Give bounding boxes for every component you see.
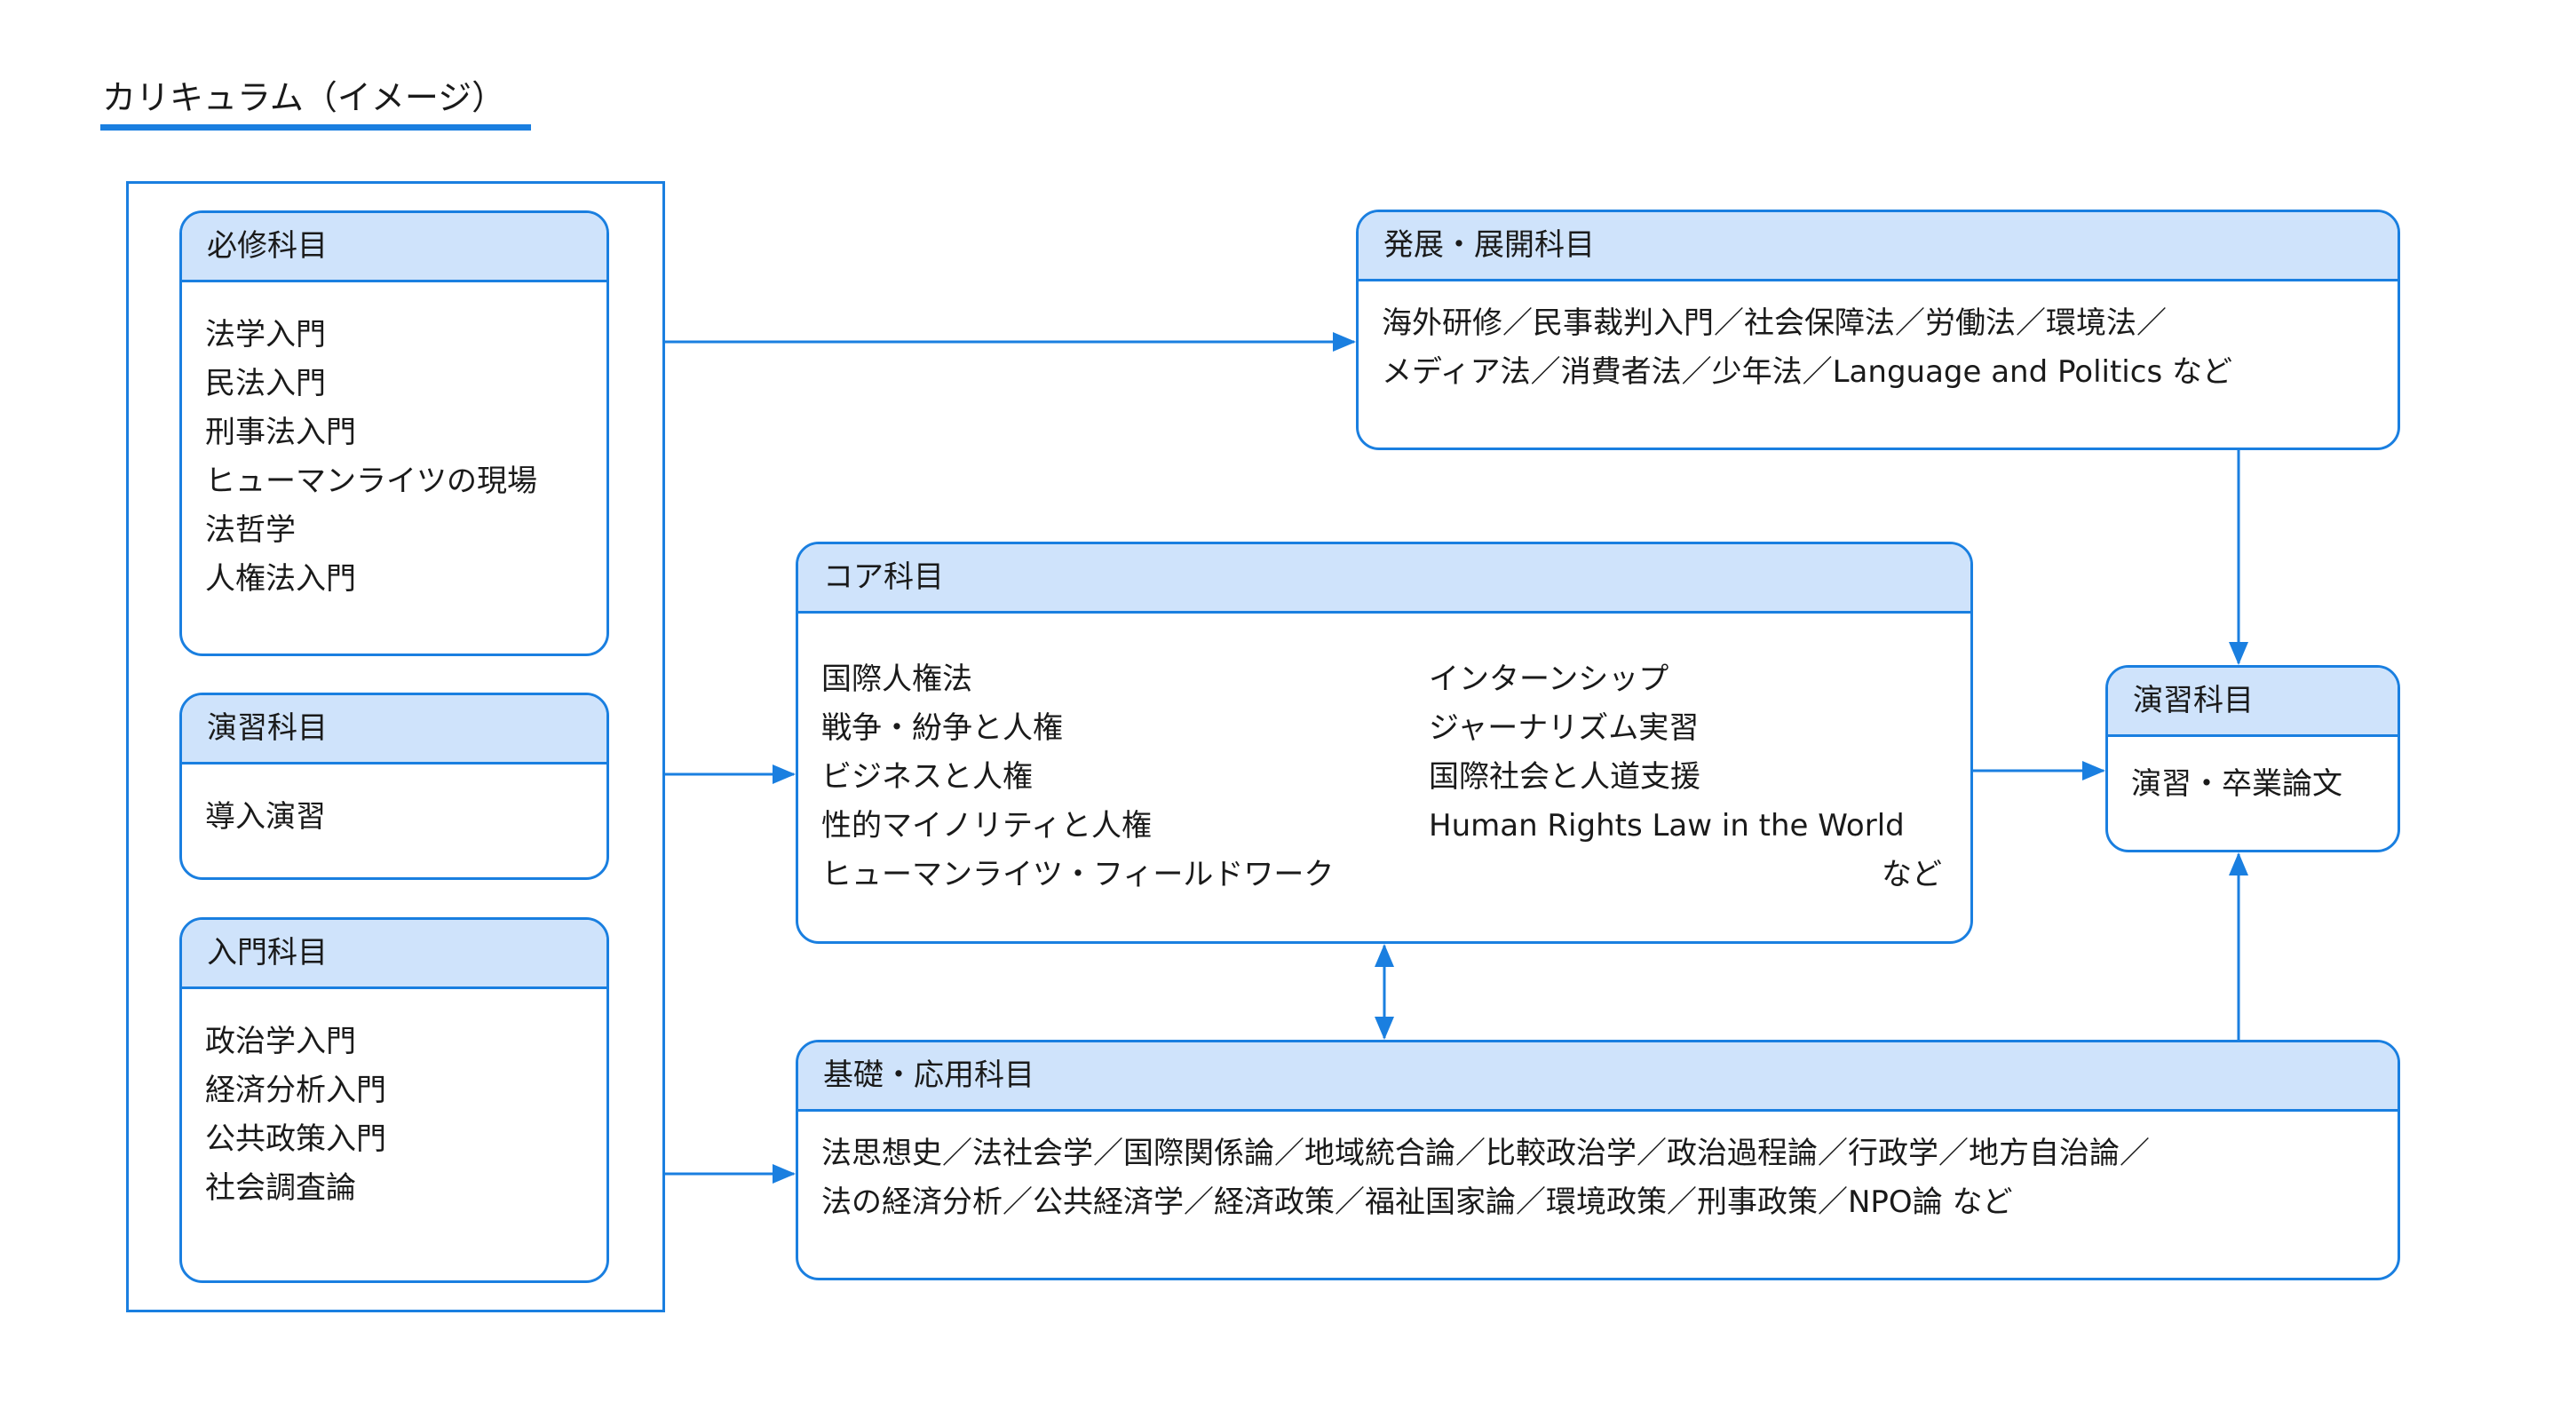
core-right-item: ジャーナリズム実習 <box>1429 710 1700 746</box>
basic-applied-line: 法思想史／法社会学／国際関係論／地域統合論／比較政治学／政治過程論／行政学／地方… <box>821 1136 2150 1171</box>
seminar-subjects-right-header: 演習科目 <box>2108 668 2398 737</box>
core-right-item: Human Rights Law in the World <box>1429 808 1905 844</box>
advanced-subjects-header: 発展・展開科目 <box>1359 212 2398 281</box>
required-item: 法哲学 <box>205 512 296 548</box>
intro-subjects-header: 入門科目 <box>182 920 606 989</box>
seminar-subjects-right-box: 演習科目 演習・卒業論文 <box>2105 665 2400 852</box>
required-subjects-header: 必修科目 <box>182 213 606 282</box>
core-right-item: インターンシップ <box>1429 661 1669 697</box>
seminar-subjects-left-header: 演習科目 <box>182 695 606 764</box>
required-item: 民法入門 <box>205 366 326 401</box>
intro-subjects-box: 入門科目 政治学入門 経済分析入門 公共政策入門 社会調査論 <box>179 917 609 1283</box>
required-subjects-box: 必修科目 法学入門 民法入門 刑事法入門 ヒューマンライツの現場 法哲学 人権法… <box>179 210 609 656</box>
basic-applied-subjects-header: 基礎・応用科目 <box>798 1042 2398 1112</box>
core-etc-label: など <box>1882 857 1942 892</box>
advanced-line: 海外研修／民事裁判入門／社会保障法／労働法／環境法／ <box>1382 305 2167 341</box>
core-left-item: 戦争・紛争と人権 <box>821 710 1063 746</box>
left-subjects-group-frame <box>126 181 665 1312</box>
core-left-item: 性的マイノリティと人権 <box>821 808 1152 844</box>
advanced-subjects-box: 発展・展開科目 海外研修／民事裁判入門／社会保障法／労働法／環境法／ メディア法… <box>1356 210 2400 450</box>
core-subjects-box: コア科目 国際人権法 戦争・紛争と人権 ビジネスと人権 性的マイノリティと人権 … <box>796 542 1973 944</box>
required-item: ヒューマンライツの現場 <box>205 463 537 499</box>
intro-item: 社会調査論 <box>205 1170 356 1206</box>
basic-applied-line: 法の経済分析／公共経済学／経済政策／福祉国家論／環境政策／刑事政策／NPO論 な… <box>821 1184 2013 1220</box>
core-left-item: ビジネスと人権 <box>821 759 1033 795</box>
core-right-item: 国際社会と人道支援 <box>1429 759 1700 795</box>
required-item: 刑事法入門 <box>205 415 356 450</box>
seminar-right-item: 演習・卒業論文 <box>2131 766 2342 802</box>
basic-applied-subjects-box: 基礎・応用科目 法思想史／法社会学／国際関係論／地域統合論／比較政治学／政治過程… <box>796 1040 2400 1280</box>
intro-item: 公共政策入門 <box>205 1121 386 1157</box>
core-left-item: ヒューマンライツ・フィールドワーク <box>821 857 1335 892</box>
page-title: カリキュラム（イメージ） <box>102 78 506 117</box>
advanced-line: メディア法／消費者法／少年法／Language and Politics など <box>1382 354 2232 390</box>
seminar-subjects-left-box: 演習科目 導入演習 <box>179 693 609 880</box>
intro-item: 政治学入門 <box>205 1024 356 1059</box>
intro-item: 経済分析入門 <box>205 1073 386 1108</box>
required-item: 法学入門 <box>205 317 326 353</box>
title-underline <box>100 124 531 131</box>
seminar-left-item: 導入演習 <box>205 799 326 835</box>
core-left-item: 国際人権法 <box>821 661 972 697</box>
required-item: 人権法入門 <box>205 561 356 597</box>
core-subjects-header: コア科目 <box>798 544 1970 614</box>
